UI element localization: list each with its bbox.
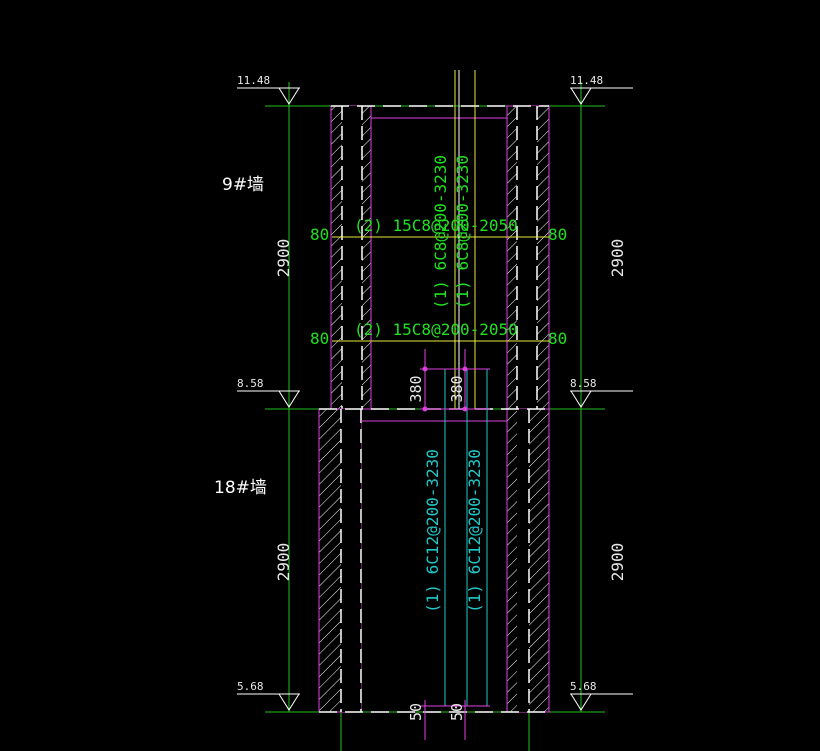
elevation-triangle-bottom-left bbox=[278, 693, 300, 711]
offset-h1-right: 80 bbox=[548, 225, 567, 244]
upper-vertical-label-right: (1) 6C8@200-3230 bbox=[453, 155, 472, 309]
lap-length-right: 380 bbox=[448, 375, 466, 402]
anchor-length-left: 50 bbox=[407, 703, 425, 721]
offset-h2-right: 80 bbox=[548, 329, 567, 348]
offset-h2-left: 80 bbox=[310, 329, 329, 348]
upper-rebar bbox=[332, 70, 549, 409]
height-upper-left: 2900 bbox=[274, 239, 293, 278]
lower-vertical-bar-left bbox=[444, 368, 468, 707]
height-lower-right: 2900 bbox=[608, 543, 627, 582]
elevation-triangle-top-left bbox=[278, 87, 300, 105]
upper-horizontal-label-2: (2) 15C8@200-2050 bbox=[354, 320, 518, 339]
upper-wall-label: 9#墙 bbox=[222, 175, 264, 195]
elevation-label-mid-left: 8.58 bbox=[237, 377, 264, 390]
elevation-triangle-bottom-right bbox=[570, 693, 592, 711]
elevation-triangle-top-right bbox=[570, 87, 592, 105]
lower-wall bbox=[318, 408, 550, 713]
lap-dimension-lines bbox=[420, 349, 490, 740]
elevation-triangle-mid-right bbox=[570, 390, 592, 408]
elevation-triangle-mid-left bbox=[278, 390, 300, 408]
lower-vertical-label-left: (1) 6C12@200-3230 bbox=[423, 449, 442, 613]
offset-h1-left: 80 bbox=[310, 225, 329, 244]
anchor-length-right: 50 bbox=[448, 703, 466, 721]
elevation-label-bottom-right: 5.68 bbox=[570, 680, 597, 693]
lower-wall-label: 18#墙 bbox=[214, 478, 267, 498]
elevation-label-top-right: 11.48 bbox=[570, 74, 603, 87]
height-lower-left: 2900 bbox=[274, 543, 293, 582]
upper-horizontal-label-1: (2) 15C8@200-2050 bbox=[354, 216, 518, 235]
upper-wall bbox=[330, 105, 550, 410]
elevation-label-top-left: 11.48 bbox=[237, 74, 270, 87]
elevation-markers bbox=[237, 87, 633, 711]
height-upper-right: 2900 bbox=[608, 239, 627, 278]
elevation-label-bottom-left: 5.68 bbox=[237, 680, 264, 693]
lower-vertical-label-right: (1) 6C12@200-3230 bbox=[465, 449, 484, 613]
upper-vertical-label-left: (1) 6C8@200-3230 bbox=[431, 155, 450, 309]
elevation-label-mid-right: 8.58 bbox=[570, 377, 597, 390]
lap-length-left: 380 bbox=[407, 375, 425, 402]
